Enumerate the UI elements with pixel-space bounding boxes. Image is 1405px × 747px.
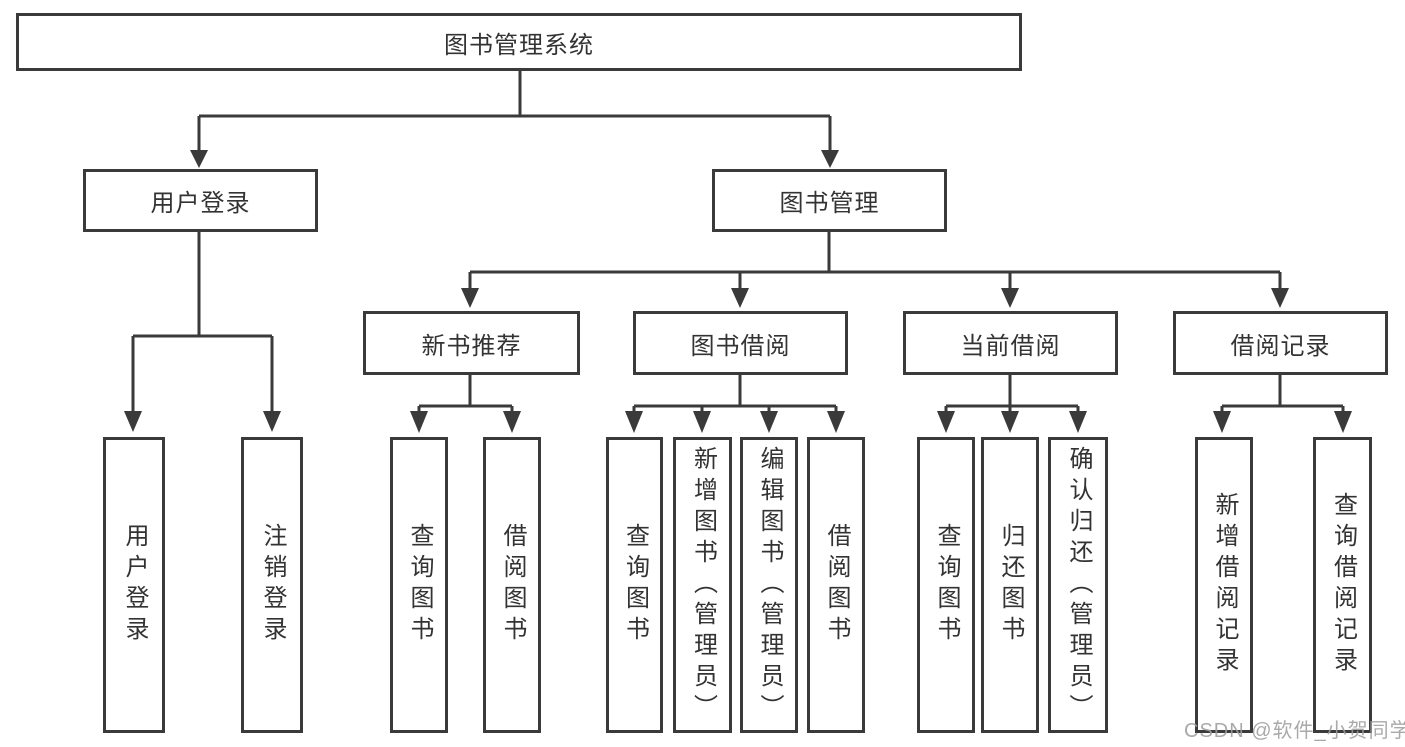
arrowhead-icon <box>1334 411 1352 433</box>
leaf-user-login-label: 用户登录 <box>121 523 148 647</box>
leaf-borrow-books-recommend: 借阅图书 <box>483 437 541 733</box>
arrowhead-icon <box>410 411 428 433</box>
connector-book-management-to-level2 <box>461 232 1289 308</box>
arrowhead-icon <box>827 411 845 433</box>
leaf-borrow-books-recommend-label: 借阅图书 <box>499 523 526 647</box>
leaf-confirm-return-admin-label: 确认归还（管理员） <box>1065 445 1092 725</box>
leaf-add-borrow-record-label: 新增借阅记录 <box>1211 492 1238 678</box>
node-book-borrowing: 图书借阅 <box>633 311 848 375</box>
leaf-query-books-recommend: 查询图书 <box>390 437 448 733</box>
leaf-edit-books-admin: 编辑图书（管理员） <box>740 437 798 733</box>
leaf-borrow-books-borrowing: 借阅图书 <box>807 437 865 733</box>
connector-user-login-children <box>124 232 281 432</box>
arrowhead-icon <box>625 411 643 433</box>
node-user-login-label: 用户登录 <box>150 190 251 217</box>
arrowhead-icon <box>1271 288 1289 308</box>
leaf-query-borrow-record: 查询借阅记录 <box>1313 437 1372 733</box>
arrowhead-icon <box>760 411 778 433</box>
node-new-book-recommend: 新书推荐 <box>363 311 580 375</box>
node-current-borrowing-label: 当前借阅 <box>960 332 1061 360</box>
leaf-query-books-borrowing-label: 查询图书 <box>621 523 649 647</box>
arrowhead-icon <box>731 288 749 308</box>
connector-borrowing-records-children <box>1213 375 1352 433</box>
arrowhead-icon <box>1001 288 1019 308</box>
arrowhead-icon <box>821 150 839 168</box>
node-library-management-system-label: 图书管理系统 <box>444 31 594 59</box>
node-new-book-recommend-label: 新书推荐 <box>421 332 522 360</box>
leaf-return-books: 归还图书 <box>981 437 1039 733</box>
arrowhead-icon <box>461 288 479 308</box>
leaf-return-books-label: 归还图书 <box>997 523 1024 647</box>
arrowhead-icon <box>1213 411 1231 433</box>
arrowhead-icon <box>1069 411 1087 433</box>
arrowhead-icon <box>263 411 281 432</box>
arrowhead-icon <box>124 411 142 432</box>
node-borrowing-records-label: 借阅记录 <box>1230 332 1331 360</box>
leaf-query-books-borrowing: 查询图书 <box>606 437 663 733</box>
arrowhead-icon <box>1001 411 1019 433</box>
leaf-add-books-admin: 新增图书（管理员） <box>673 437 732 733</box>
arrowhead-icon <box>693 411 711 433</box>
connector-book-borrowing-children <box>625 375 845 433</box>
node-current-borrowing: 当前借阅 <box>903 311 1118 375</box>
connector-current-borrowing-children <box>937 375 1087 433</box>
node-book-management: 图书管理 <box>712 169 947 232</box>
leaf-edit-books-admin-label: 编辑图书（管理员） <box>756 445 783 725</box>
leaf-query-borrow-record-label: 查询借阅记录 <box>1329 492 1357 678</box>
arrowhead-icon <box>937 411 955 433</box>
leaf-logout: 注销登录 <box>241 437 303 733</box>
leaf-logout-label: 注销登录 <box>259 523 286 647</box>
connector-new-book-recommend-children <box>410 375 521 433</box>
leaf-add-books-admin-label: 新增图书（管理员） <box>689 445 717 725</box>
leaf-add-borrow-record: 新增借阅记录 <box>1195 437 1253 733</box>
leaf-confirm-return-admin: 确认归还（管理员） <box>1048 437 1108 733</box>
node-user-login: 用户登录 <box>83 169 318 232</box>
leaf-query-books-current: 查询图书 <box>917 437 975 733</box>
node-book-management-label: 图书管理 <box>779 190 880 217</box>
leaf-user-login: 用户登录 <box>103 437 165 733</box>
node-book-borrowing-label: 图书借阅 <box>690 332 791 360</box>
connector-root-to-level1 <box>190 71 839 168</box>
node-library-management-system: 图书管理系统 <box>16 13 1022 71</box>
leaf-query-books-recommend-label: 查询图书 <box>406 523 433 647</box>
arrowhead-icon <box>503 411 521 433</box>
leaf-borrow-books-borrowing-label: 借阅图书 <box>823 523 850 647</box>
arrowhead-icon <box>190 150 208 168</box>
watermark-text: CSDN @软件_小贺同学 <box>1184 720 1405 742</box>
node-borrowing-records: 借阅记录 <box>1173 311 1388 375</box>
leaf-query-books-current-label: 查询图书 <box>933 523 960 647</box>
